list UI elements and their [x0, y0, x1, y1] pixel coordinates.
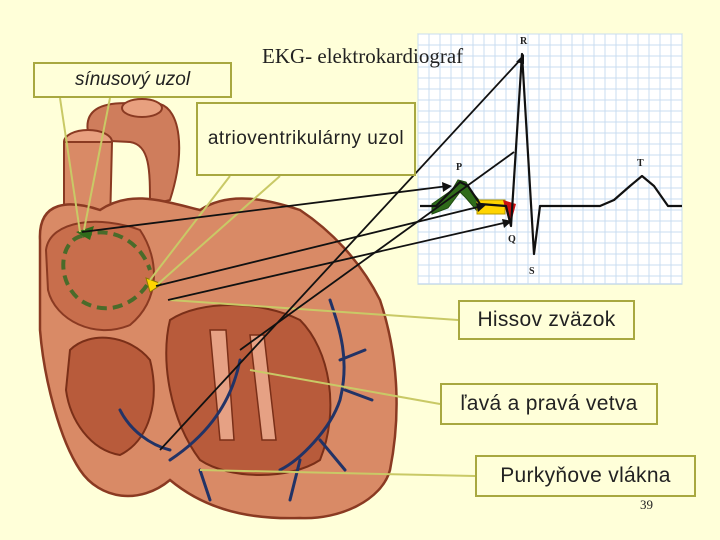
right-atrium: [44, 220, 155, 331]
sinus-node-marker: [76, 226, 94, 240]
page-number: 39: [640, 497, 653, 512]
av-callout-leader: [149, 175, 281, 285]
av-node-label: atrioventrikulárny uzol: [196, 102, 416, 176]
purkinje-callout-leader: [199, 469, 476, 477]
ventricle-cavity: [165, 304, 332, 476]
bundle-branches-label: ľavá a pravá vetva: [440, 383, 658, 425]
ekg-wave-t-label: T: [637, 158, 644, 169]
correlation-arrows: [81, 57, 523, 451]
purkinje-fibers-label: Purkyňove vlákna: [475, 455, 696, 497]
ekg-title: EKG- elektrokardiograf: [262, 44, 464, 68]
aorta-vessel: [86, 102, 181, 207]
purkinje-fibers: [118, 298, 374, 502]
arrow-branch-to-qrs: [239, 151, 515, 351]
arrowhead-p: [442, 182, 452, 192]
ekg-wave-p-label: P: [456, 162, 462, 173]
arrowhead-pr: [476, 203, 486, 212]
his-bundle-label: Hissov zväzok: [458, 300, 635, 340]
arrow-sinus-to-p: [81, 185, 449, 233]
arrow-his-to-q: [167, 221, 509, 301]
ekg-wave-q-label: Q: [508, 234, 516, 245]
arrow-purkinje-to-r: [159, 57, 523, 451]
ekg-trace: [420, 52, 682, 256]
sinus-node-label: sínusový uzol: [33, 62, 232, 98]
ekg-wave-r-label: R: [520, 36, 528, 47]
his-callout-leader: [169, 299, 459, 321]
sinus-callout-leader: [59, 97, 111, 233]
av-node-marker: [145, 277, 164, 293]
callout-leaders: [59, 97, 476, 477]
arrow-heads: [442, 54, 524, 228]
arrowhead-r: [516, 54, 524, 64]
arrow-av-to-pr: [155, 205, 483, 287]
heart-illustration: [38, 98, 398, 520]
vessel-opening-right: [121, 98, 163, 118]
ekg-wave-s-label: S: [529, 266, 535, 277]
ekg-chart: R P T Q S: [417, 33, 683, 285]
arrowhead-q: [502, 219, 512, 228]
vetva-callout-leader: [249, 369, 441, 405]
